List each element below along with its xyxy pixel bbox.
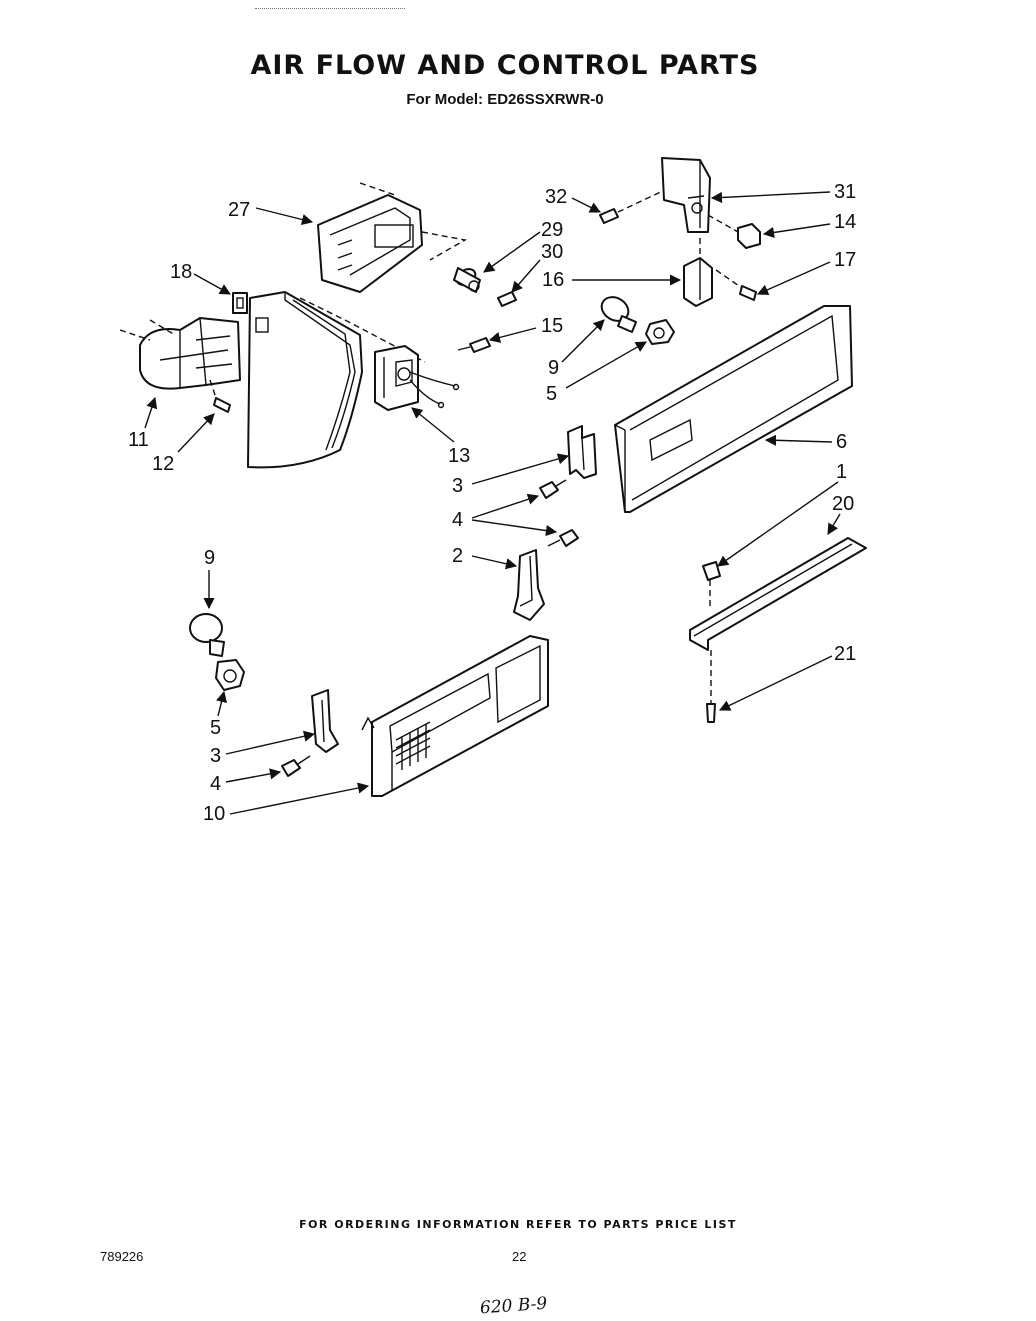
part-32-screw [599, 189, 666, 224]
callout-20: 20 [827, 493, 854, 535]
callout-27-label: 27 [228, 199, 250, 221]
part-16-socket-housing [683, 238, 713, 307]
callout-16-label: 16 [542, 269, 564, 291]
callout-27: 27 [228, 199, 314, 225]
part-13-control-housing [374, 345, 460, 411]
callout-32-label: 32 [545, 186, 567, 208]
callout-6: 6 [764, 431, 847, 453]
callout-13: 13 [411, 407, 470, 467]
part-3-bracket-upper [567, 425, 597, 479]
model-subtitle: For Model: ED26SSXRWR-0 [406, 91, 604, 108]
callout-11-label: 11 [128, 429, 149, 451]
part-9-bulb-lower [189, 613, 225, 657]
callout-5-lower-label: 5 [210, 717, 221, 739]
part-4-pin-upper-b [547, 529, 579, 547]
callout-30-label: 30 [541, 241, 563, 263]
callout-3-lower: 3 [210, 730, 316, 767]
callout-3-upper: 3 [452, 453, 570, 497]
callout-18-label: 18 [170, 261, 192, 283]
part-6-control-panel [614, 305, 853, 513]
part-14-switch [707, 214, 761, 249]
part-4-pin-upper-a [539, 479, 567, 499]
callout-16: 16 [542, 269, 682, 291]
callout-5-lower: 5 [210, 690, 227, 739]
scan-artifact-mark [255, 8, 405, 11]
callout-4-upper: 4 [452, 493, 558, 537]
part-29-knob [453, 267, 481, 293]
part-11-fan-motor [119, 317, 241, 390]
callout-31: 31 [710, 181, 856, 204]
callout-12-label: 12 [152, 453, 174, 475]
callout-15-label: 15 [541, 315, 563, 337]
part-1-clip [702, 561, 721, 610]
callout-10: 10 [203, 782, 370, 825]
callout-12: 12 [152, 413, 215, 475]
callout-18: 18 [170, 261, 231, 295]
callout-11: 11 [128, 396, 158, 451]
part-2-bracket [513, 549, 545, 621]
callout-9-lower-label: 9 [204, 547, 215, 569]
part-5-socket-upper [645, 319, 675, 345]
callout-1: 1 [717, 461, 847, 567]
callout-4-lower: 4 [210, 768, 282, 795]
part-20-trim-strip [689, 537, 867, 651]
part-31-switch-housing [661, 157, 711, 233]
callout-4-upper-label: 4 [452, 509, 463, 531]
callout-21-label: 21 [834, 643, 856, 665]
callout-9-upper-label: 9 [548, 357, 559, 379]
callout-10-label: 10 [203, 803, 225, 825]
part-5-socket-lower [215, 659, 245, 691]
callout-9-lower: 9 [203, 547, 215, 610]
part-10-dispenser-panel [361, 635, 549, 797]
part-12-screw [209, 379, 231, 413]
callout-14-label: 14 [834, 211, 856, 233]
callout-21: 21 [718, 643, 856, 711]
part-27-diffuser [317, 182, 468, 293]
page-title: AIR FLOW AND CONTROL PARTS [250, 50, 760, 81]
callout-9-upper: 9 [548, 319, 605, 379]
callout-29: 29 [483, 219, 563, 273]
callout-4-lower-label: 4 [210, 773, 221, 795]
part-30-screw [497, 291, 517, 307]
document-number: 789226 [100, 1249, 144, 1264]
callout-3-lower-label: 3 [210, 745, 221, 767]
callout-30: 30 [511, 241, 563, 293]
callout-20-label: 20 [832, 493, 854, 515]
part-18-gasket [232, 292, 248, 314]
part-3-bracket-lower [311, 689, 339, 753]
callout-5-upper-label: 5 [546, 383, 557, 405]
callout-29-label: 29 [541, 219, 563, 241]
callout-13-label: 13 [448, 445, 470, 467]
callout-2-label: 2 [452, 545, 463, 567]
part-17-screw [715, 269, 757, 301]
callout-5-upper: 5 [546, 341, 647, 405]
callout-31-label: 31 [834, 181, 856, 203]
callout-15: 15 [488, 315, 563, 343]
callout-32: 32 [545, 186, 602, 213]
callout-1-label: 1 [836, 461, 847, 483]
callout-2: 2 [452, 545, 518, 570]
part-9-bulb-upper [600, 296, 637, 333]
page-number: 22 [512, 1249, 527, 1264]
callout-14: 14 [762, 211, 856, 239]
callout-17: 17 [756, 249, 856, 296]
callout-6-label: 6 [836, 431, 847, 453]
callout-17-label: 17 [834, 249, 856, 271]
callout-3-upper-label: 3 [452, 475, 463, 497]
part-4-pin-lower [281, 755, 311, 777]
part-21-screw [706, 650, 716, 723]
air-duct [247, 291, 426, 469]
part-15-screw [457, 337, 491, 353]
ordering-note: FOR ORDERING INFORMATION REFER TO PARTS … [299, 1218, 737, 1231]
